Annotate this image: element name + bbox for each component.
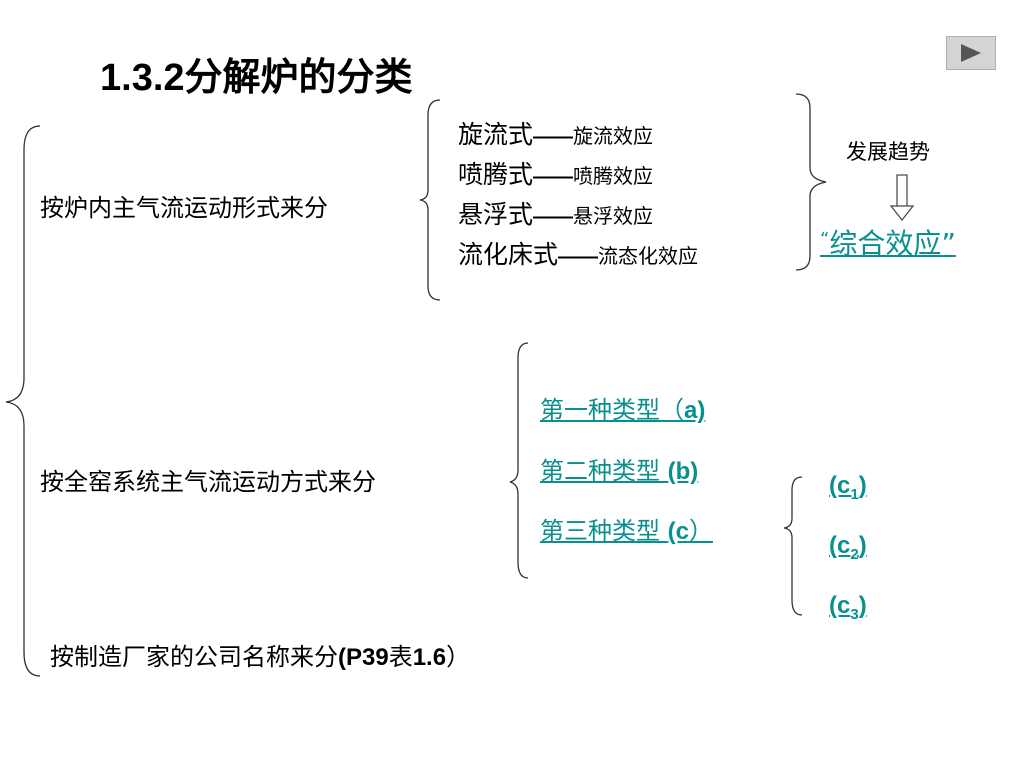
- category-airflow-whole-kiln: 按全窑系统主气流运动方式来分: [40, 468, 376, 496]
- furnace-type-effect: 喷腾效应: [573, 164, 654, 188]
- quote-open: “: [820, 229, 830, 250]
- c-open: (c: [829, 472, 851, 499]
- kiln-type-c-link[interactable]: 第三种类型 (c）: [540, 511, 713, 546]
- manufacturer-table: 表: [388, 643, 413, 671]
- c-close: ): [858, 592, 867, 619]
- play-triangle-icon: [961, 44, 981, 62]
- dash: ——: [533, 166, 574, 188]
- furnace-type-effect: 流态化效应: [598, 244, 699, 268]
- kiln-type-code: (c: [667, 518, 689, 545]
- title-text: 分解炉的分类: [184, 55, 413, 99]
- down-arrow-icon: [889, 174, 915, 221]
- list-item: 悬浮式——悬浮效应: [458, 196, 698, 236]
- c3-link[interactable]: (c3): [829, 592, 867, 623]
- main-brace: [5, 125, 41, 677]
- next-slide-button[interactable]: [946, 36, 996, 70]
- c-close: ): [858, 472, 867, 499]
- kiln-type-close: ）: [688, 517, 713, 545]
- kiln-types-brace: [509, 342, 529, 579]
- kiln-type-b-link[interactable]: 第二种类型 (b): [540, 451, 698, 486]
- c-open: (c: [829, 592, 851, 619]
- page-title: 1.3.2分解炉的分类: [100, 46, 413, 101]
- c2-link[interactable]: (c2): [829, 532, 867, 563]
- c-subtypes-brace: [783, 476, 803, 616]
- trend-label: 发展趋势: [846, 140, 930, 164]
- furnace-type-effect: 悬浮效应: [573, 204, 654, 228]
- kiln-type-label: 第三种类型: [540, 517, 668, 545]
- manufacturer-text: 按制造厂家的公司名称来分: [50, 643, 338, 671]
- manufacturer-ref: (P39: [338, 644, 389, 671]
- dash: ——: [558, 246, 599, 268]
- category-airflow-in-furnace: 按炉内主气流运动形式来分: [40, 194, 328, 222]
- manufacturer-num: 1.6: [412, 644, 447, 671]
- furnace-type-name: 旋流式: [458, 120, 534, 149]
- c-close: ): [858, 532, 867, 559]
- furnace-types-brace: [419, 99, 441, 301]
- c-sub: 2: [850, 545, 859, 563]
- furnace-types-list: 旋流式——旋流效应 喷腾式——喷腾效应 悬浮式——悬浮效应 流化床式——流态化效…: [458, 116, 698, 276]
- kiln-type-label: 第二种类型: [540, 457, 668, 485]
- combined-effect-text: 综合效应: [829, 227, 942, 260]
- list-item: 流化床式——流态化效应: [458, 236, 698, 276]
- c-sub: 1: [850, 485, 859, 503]
- manufacturer-close: ）: [446, 643, 471, 671]
- furnace-type-name: 流化床式: [458, 240, 559, 269]
- kiln-type-label: 第一种类型（: [540, 396, 684, 424]
- list-item: 喷腾式——喷腾效应: [458, 156, 698, 196]
- c-open: (c: [829, 532, 851, 559]
- furnace-type-name: 喷腾式: [458, 160, 534, 189]
- kiln-type-a-link[interactable]: 第一种类型（a): [540, 390, 705, 425]
- trend-brace: [795, 93, 827, 271]
- c-sub: 3: [850, 605, 859, 623]
- c1-link[interactable]: (c1): [829, 472, 867, 503]
- list-item: 旋流式——旋流效应: [458, 116, 698, 156]
- dash: ——: [533, 206, 574, 228]
- kiln-type-code: a): [684, 397, 706, 424]
- furnace-type-name: 悬浮式: [458, 200, 534, 229]
- kiln-type-code: (b): [667, 458, 699, 485]
- dash: ——: [533, 126, 574, 148]
- category-by-manufacturer: 按制造厂家的公司名称来分(P39表1.6）: [50, 637, 470, 672]
- quote-close: ”: [941, 227, 956, 260]
- combined-effect-link[interactable]: “综合效应”: [820, 222, 956, 262]
- furnace-type-effect: 旋流效应: [573, 124, 654, 148]
- title-number: 1.3.2: [100, 57, 185, 99]
